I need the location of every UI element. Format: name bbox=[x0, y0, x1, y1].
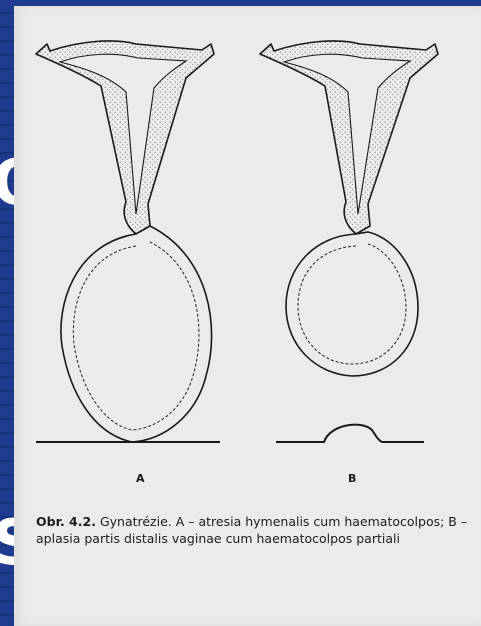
figure-caption-text: Gynatrézie. A – atresia hymenalis cum ha… bbox=[36, 514, 467, 546]
vagina-distended-a bbox=[61, 226, 212, 442]
diagram-b: B bbox=[260, 41, 438, 485]
introitus-line-b bbox=[276, 425, 424, 442]
scanned-book-page: A B Obr. 4.2. Gynatrézie. A – atresia hy… bbox=[14, 6, 481, 626]
figure-label-a: A bbox=[136, 472, 145, 485]
diagram-a: A bbox=[36, 41, 220, 485]
figure-caption: Obr. 4.2. Gynatrézie. A – atresia hymena… bbox=[36, 513, 476, 547]
figure-label-b: B bbox=[348, 472, 356, 485]
figure-caption-label: Obr. 4.2. bbox=[36, 514, 96, 529]
vagina-partial-b bbox=[286, 232, 418, 376]
